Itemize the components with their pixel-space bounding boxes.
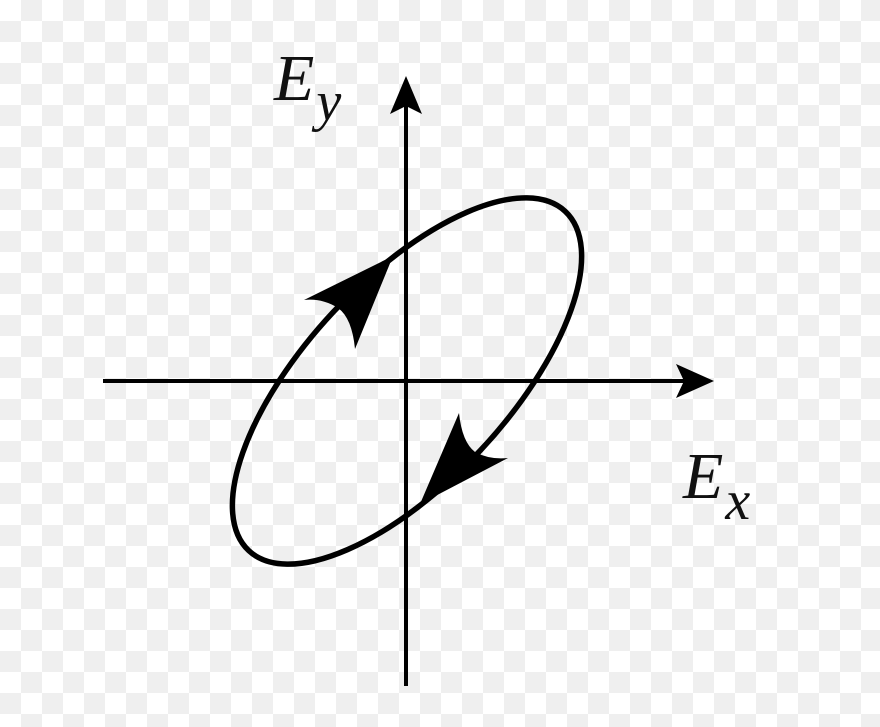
y-axis-arrow-icon: [390, 76, 422, 114]
x-axis-label: Ex: [682, 440, 750, 532]
y-label-subscript: y: [311, 71, 341, 133]
x-axis-arrow-icon: [676, 364, 714, 398]
x-label-main: E: [682, 440, 723, 513]
lower-direction-arrow-icon: [420, 413, 508, 504]
y-label-main: E: [273, 42, 314, 115]
x-label-subscript: x: [724, 470, 750, 532]
y-axis-label: Ey: [273, 42, 341, 133]
upper-direction-arrow-icon: [304, 256, 393, 349]
polarization-ellipse: [229, 195, 585, 567]
